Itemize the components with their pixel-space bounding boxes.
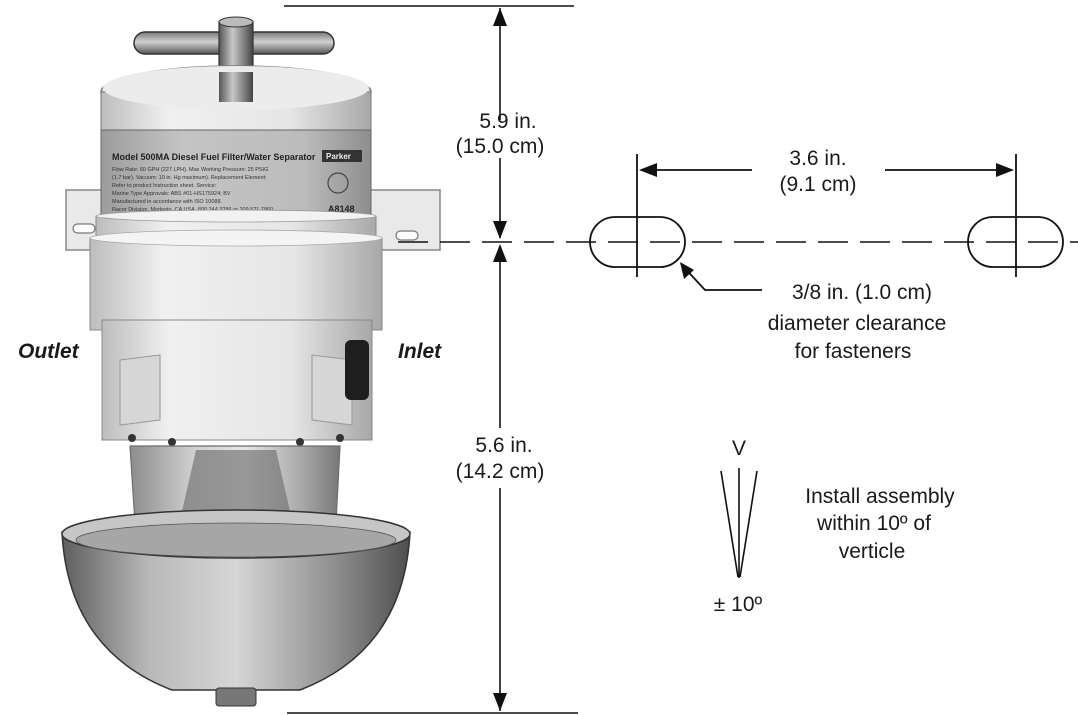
tilt-tolerance: ± 10º (714, 593, 763, 616)
spacing-in: 3.6 in. (789, 147, 846, 170)
brand-logo-text: Parker (326, 152, 351, 161)
filter-lid (100, 65, 372, 133)
product-label-title: Model 500MA Diesel Fuel Filter/Water Sep… (112, 152, 316, 162)
product-label: Model 500MA Diesel Fuel Filter/Water Sep… (100, 129, 372, 219)
lower-height-cm: (14.2 cm) (456, 460, 545, 483)
arrow-down-icon (493, 221, 507, 239)
filter-assembly: Model 500MA Diesel Fuel Filter/Water Sep… (61, 16, 441, 707)
product-label-line: Refer to product Instruction sheet. Serv… (112, 183, 217, 189)
outlet-label: Outlet (18, 340, 80, 363)
product-label-line: Manufactured in accordance with ISO 1008… (112, 199, 223, 205)
bracket-slot-left (72, 223, 96, 234)
hole-clearance-text: diameter clearance (768, 312, 947, 335)
turbine-insert (180, 450, 292, 520)
height-dimension (284, 5, 578, 714)
dimension-arrowheads (493, 8, 507, 711)
arrow-left-icon (639, 163, 657, 177)
spacing-cm: (9.1 cm) (779, 173, 856, 196)
bolt-icon (296, 438, 304, 446)
metal-bowl (61, 509, 411, 707)
bolt-icon (128, 434, 136, 442)
hole-fasteners-text: for fasteners (795, 340, 912, 363)
product-label-line: Marine Type Approvals: ABS #01-HS175924;… (112, 191, 231, 197)
vertical-label: V (732, 437, 746, 460)
install-note-line: Install assembly (805, 485, 955, 508)
arrow-down-icon (493, 693, 507, 711)
filter-housing (89, 237, 383, 331)
hole-leader-line (680, 263, 762, 291)
mounting-slot-right (967, 216, 1064, 268)
upper-height-in: 5.9 in. (479, 110, 536, 133)
arrow-up-icon (493, 8, 507, 26)
install-note-line: verticle (839, 540, 906, 563)
filter-head (101, 319, 373, 446)
upper-height-cm: (15.0 cm) (456, 135, 545, 158)
bracket-slot-right (395, 230, 419, 241)
leader-arrow-icon (680, 262, 694, 279)
product-label-line: Flow Rate: 60 GPH (227 LPH). Max Working… (112, 167, 268, 173)
inlet-port (311, 354, 353, 426)
part-code: A8148 (328, 204, 355, 214)
drain-knob (345, 340, 369, 400)
mounting-slot-left (589, 216, 686, 268)
arrow-up-icon (493, 244, 507, 262)
inlet-label: Inlet (398, 340, 442, 363)
certification-icon (327, 172, 349, 194)
install-note-line: within 10º of (816, 512, 931, 535)
bolt-icon (168, 438, 176, 446)
tilt-tolerance-icon (720, 468, 758, 578)
drain-valve (215, 687, 257, 707)
brand-logo (322, 150, 362, 162)
product-label-line: (1.7 bar). Vacuum: 10 in. Hg maximum). R… (112, 175, 267, 181)
lower-height-in: 5.6 in. (475, 434, 532, 457)
bolt-icon (336, 434, 344, 442)
arrow-right-icon (996, 163, 1014, 177)
outlet-port (119, 354, 161, 426)
mounting-holes (589, 154, 1064, 291)
hole-size-text: 3/8 in. (1.0 cm) (792, 281, 932, 304)
